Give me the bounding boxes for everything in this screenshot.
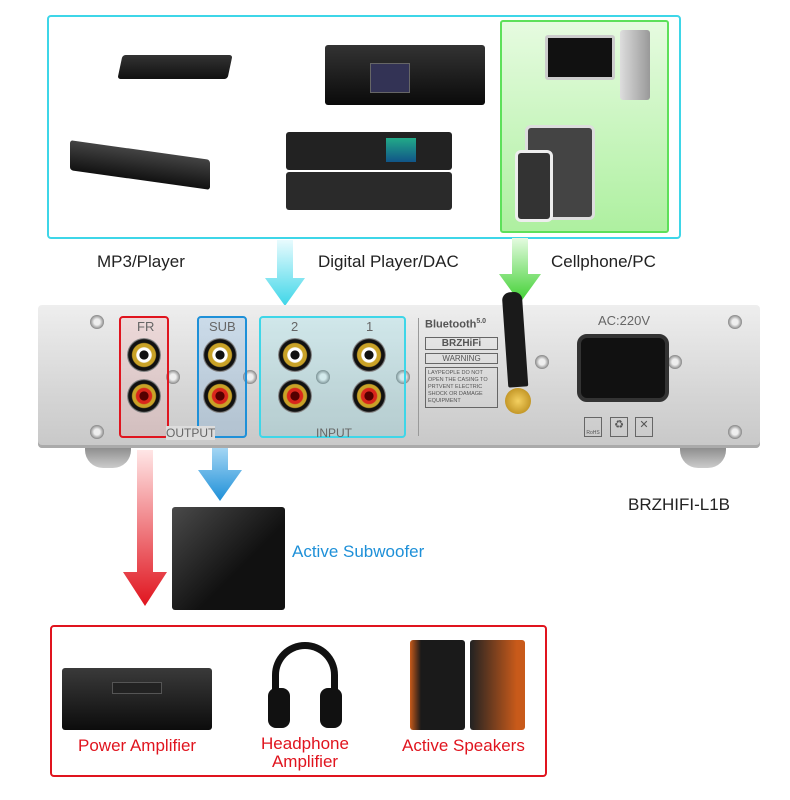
output-label: OUTPUT	[166, 426, 216, 440]
screw	[90, 425, 104, 439]
headphones-image	[272, 642, 338, 722]
input-box	[259, 316, 406, 438]
input-2-white-jack[interactable]	[278, 338, 312, 372]
dac-front-image	[286, 132, 452, 170]
headphone-amplifier-line2: Amplifier	[271, 752, 339, 771]
brand-logo: BRZHiFi	[425, 336, 498, 350]
sub-output-box	[197, 316, 247, 438]
headphone-amplifier-line1: Headphone	[261, 734, 349, 753]
label-digital-player-dac: Digital Player/DAC	[318, 252, 459, 271]
label-plate: Bluetooth5.0 BRZHiFi WARNING LAYPEOPLE D…	[418, 318, 498, 436]
input-1-label: 1	[366, 319, 374, 334]
screw	[668, 355, 682, 369]
fr-output-box	[119, 316, 169, 438]
bluetooth-logo: Bluetooth5.0	[425, 318, 487, 331]
power-amplifier-label: Power Amplifier	[78, 736, 197, 755]
input-2-red-jack[interactable]	[278, 379, 312, 413]
screw	[90, 315, 104, 329]
sources-box	[47, 15, 681, 239]
pc-image	[545, 35, 615, 80]
headphone-amplifier-label: Headphone Amplifier	[255, 735, 355, 771]
arrow-fr-to-amplifiers	[123, 450, 167, 606]
fr-label: FR	[137, 319, 155, 334]
screw	[728, 425, 742, 439]
screw	[316, 370, 330, 384]
model-name: BRZHIFI-L1B	[628, 495, 731, 514]
warning-label: WARNING	[425, 352, 498, 364]
label-cellphone-pc: Cellphone/PC	[551, 252, 656, 271]
fr-white-jack[interactable]	[127, 338, 161, 372]
digital-player-image	[325, 45, 485, 105]
foot	[680, 446, 726, 468]
screw	[535, 355, 549, 369]
arrow-dac-to-input	[265, 240, 305, 306]
recycle-icon: ♻	[610, 417, 628, 437]
screw	[396, 370, 410, 384]
output-devices-box	[50, 625, 547, 777]
antenna-connector	[505, 388, 531, 414]
pc-tower-image	[620, 30, 650, 100]
subwoofer-label: Active Subwoofer	[292, 542, 425, 561]
power-socket[interactable]	[577, 334, 669, 402]
headphone-cup-right	[320, 688, 342, 728]
input-1-red-jack[interactable]	[352, 379, 386, 413]
sub-label: SUB	[209, 319, 236, 334]
dac-back-image	[286, 172, 452, 210]
headphone-cup-left	[268, 688, 290, 728]
subwoofer-image	[172, 507, 285, 610]
active-speakers-label: Active Speakers	[402, 736, 525, 755]
foot	[85, 446, 131, 468]
input-label: INPUT	[316, 426, 352, 440]
input-1-white-jack[interactable]	[352, 338, 386, 372]
ac-label: AC:220V	[598, 313, 651, 328]
input-2-label: 2	[291, 319, 299, 334]
phone-image	[515, 150, 553, 222]
sub-red-jack[interactable]	[203, 379, 237, 413]
rohs-icon: RoHS	[584, 417, 602, 437]
screw	[166, 370, 180, 384]
label-mp3-player: MP3/Player	[97, 252, 185, 271]
screw	[728, 315, 742, 329]
weee-bin-icon: ✕	[635, 417, 653, 437]
arrow-sub-to-subwoofer	[198, 440, 242, 501]
power-amplifier-image	[62, 668, 212, 730]
speaker-right-image	[470, 640, 525, 730]
arrow-pc-to-bluetooth	[499, 238, 541, 303]
warning-text: LAYPEOPLE DO NOT OPEN THE CASING TO PRTV…	[425, 366, 498, 408]
sub-white-jack[interactable]	[203, 338, 237, 372]
speaker-left-image	[410, 640, 465, 730]
fr-red-jack[interactable]	[127, 379, 161, 413]
